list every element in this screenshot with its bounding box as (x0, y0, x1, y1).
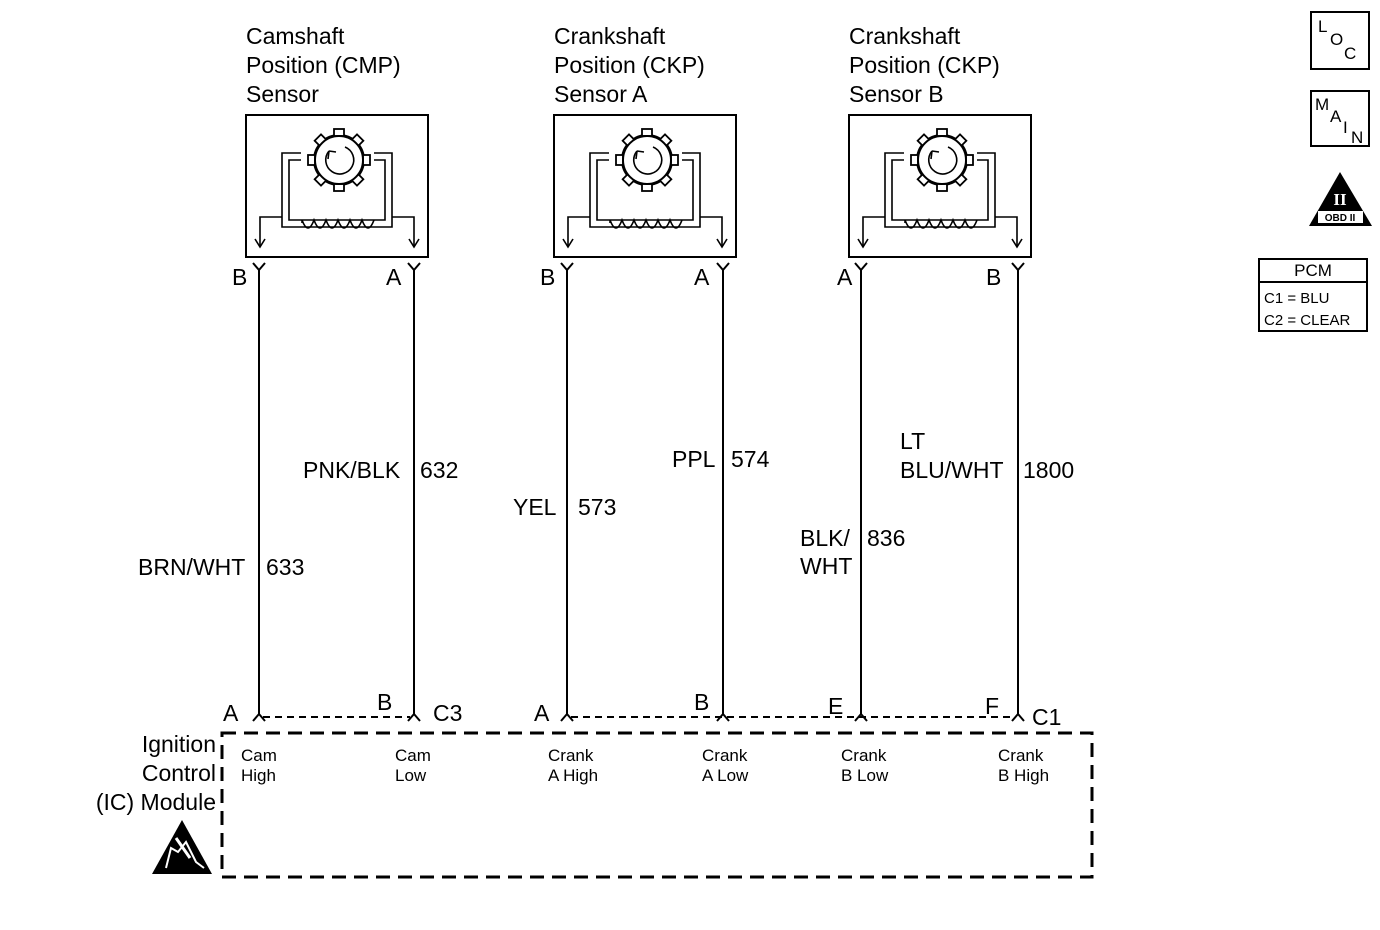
wire-color-label: PPL (672, 446, 716, 472)
ic-module-title: Ignition Control (IC) Module (96, 731, 216, 815)
main-letter: I (1343, 118, 1348, 137)
wire-color-label: BLU/WHT (900, 457, 1004, 483)
main-letter: N (1351, 128, 1363, 147)
wire-circuit-number: 633 (266, 554, 304, 580)
wire-crank-b-low (854, 262, 868, 722)
wire-circuit-number: 574 (731, 446, 770, 472)
sensor-ckp-b-title: Crankshaft Position (CKP) Sensor B (849, 23, 1000, 107)
cmp-sensor-symbol (245, 114, 429, 258)
obd-ii-icon[interactable]: II OBD II (1309, 172, 1372, 226)
module-input-label: Crank (998, 746, 1044, 765)
sensor-title-line: Sensor B (849, 81, 944, 107)
module-input-label: A Low (702, 766, 749, 785)
wire-color-label: WHT (800, 553, 852, 579)
module-input-label: B High (998, 766, 1049, 785)
module-input-label: High (241, 766, 276, 785)
cmp-pin-left: B (232, 264, 247, 290)
wire-color-label: BRN/WHT (138, 554, 245, 580)
sensor-title-line: Sensor (246, 81, 319, 107)
module-title-line: Control (142, 760, 216, 786)
main-letter: A (1330, 107, 1342, 126)
module-pin: A (223, 700, 239, 726)
sensor-title-line: Position (CMP) (246, 52, 401, 78)
loc-letter: O (1330, 30, 1343, 49)
wire-circuit-number: 632 (420, 457, 458, 483)
obd-label: OBD II (1325, 213, 1356, 224)
wire-color-label: BLK/ (800, 525, 850, 551)
wire-cam-low (407, 262, 421, 722)
module-input-label: Crank (702, 746, 748, 765)
pcm-legend-c2: C2 = CLEAR (1264, 312, 1350, 329)
wire-crank-a-low (716, 262, 730, 722)
connector-label-c1: C1 (1032, 704, 1061, 730)
sensor-title-line: Position (CKP) (554, 52, 705, 78)
pcm-legend-c1: C1 = BLU (1264, 290, 1329, 307)
wire-color-label: LT (900, 428, 925, 454)
wire-circuit-number: 1800 (1023, 457, 1074, 483)
sensor-title-line: Crankshaft (849, 23, 961, 49)
esd-warning-icon (152, 820, 212, 874)
module-title-line: (IC) Module (96, 789, 216, 815)
module-pin: B (377, 689, 392, 715)
ckp-a-sensor-symbol (553, 114, 737, 258)
module-pin: B (694, 689, 709, 715)
pcm-connector-legend: PCM C1 = BLU C2 = CLEAR (1258, 258, 1368, 332)
module-pin: E (828, 693, 843, 719)
ckp-a-pin-right: A (694, 264, 710, 290)
ckp-b-pin-right: B (986, 264, 1001, 290)
pcm-legend-title: PCM (1294, 261, 1332, 280)
wire-crank-b-high (1011, 262, 1025, 722)
sensor-cmp-title: Camshaft Position (CMP) Sensor (246, 23, 401, 107)
cmp-pin-right: A (386, 264, 402, 290)
connector-label-c3: C3 (433, 700, 462, 726)
obd-numeral: II (1333, 190, 1347, 209)
main-letter: M (1315, 95, 1329, 114)
wire-crank-a-high (560, 262, 574, 722)
module-title-line: Ignition (142, 731, 216, 757)
sensor-title-line: Position (CKP) (849, 52, 1000, 78)
module-input-label: Crank (841, 746, 887, 765)
module-input-label: Cam (395, 746, 431, 765)
ckp-b-pin-left: A (837, 264, 853, 290)
loc-letter: C (1344, 44, 1356, 63)
main-icon[interactable]: M A I N (1310, 90, 1370, 147)
ckp-a-pin-left: B (540, 264, 555, 290)
module-input-label: Cam (241, 746, 277, 765)
ic-module-box (220, 731, 1094, 879)
sensor-title-line: Crankshaft (554, 23, 666, 49)
loc-letter: L (1318, 17, 1327, 36)
sensor-ckp-a-title: Crankshaft Position (CKP) Sensor A (554, 23, 705, 107)
module-input-label: B Low (841, 766, 889, 785)
module-pin: A (534, 700, 550, 726)
sensor-title-line: Sensor A (554, 81, 648, 107)
wire-color-label: PNK/BLK (303, 457, 401, 483)
wire-color-label: YEL (513, 494, 557, 520)
wire-circuit-number: 573 (578, 494, 616, 520)
wire-cam-high (252, 262, 266, 722)
wire-circuit-number: 836 (867, 525, 905, 551)
module-pin: F (985, 693, 999, 719)
module-input-label: A High (548, 766, 598, 785)
module-input-label: Crank (548, 746, 594, 765)
ckp-b-sensor-symbol (848, 114, 1032, 258)
module-input-label: Low (395, 766, 427, 785)
sensor-title-line: Camshaft (246, 23, 345, 49)
loc-icon[interactable]: L O C (1310, 11, 1370, 70)
